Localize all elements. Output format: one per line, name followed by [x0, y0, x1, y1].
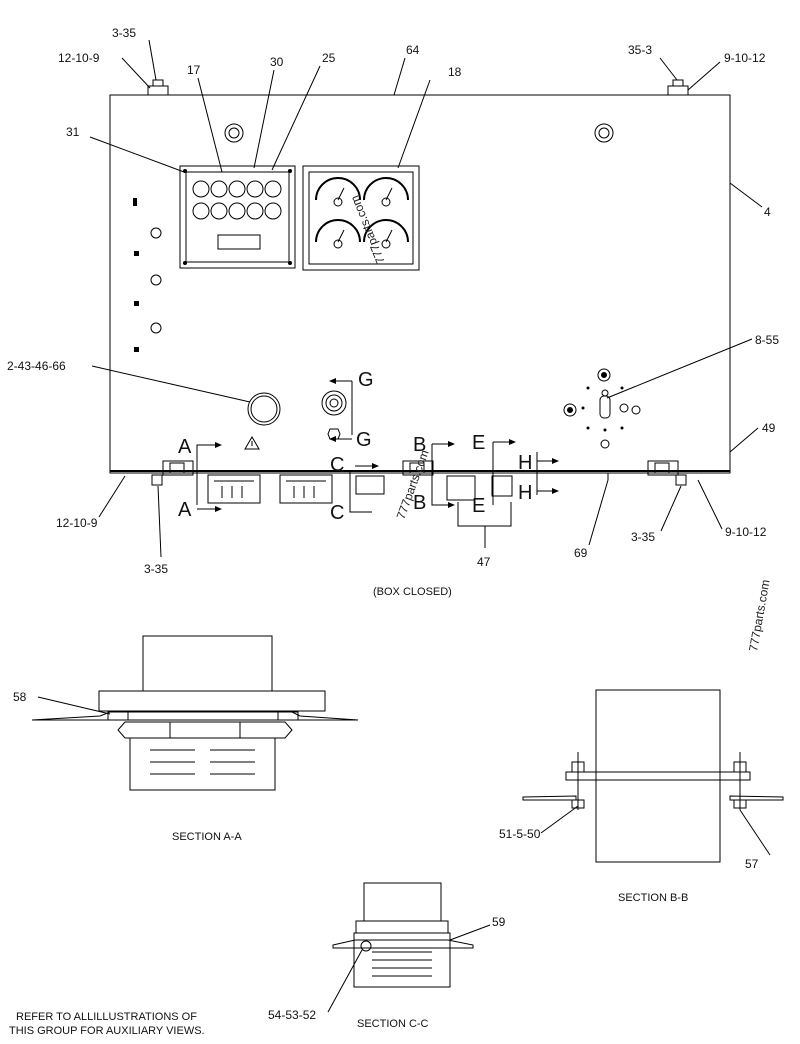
- captions: (BOX CLOSED) SECTION A-A SECTION B-B SEC…: [9, 586, 688, 1037]
- callout-17: 17: [187, 63, 201, 77]
- callout-18: 18: [448, 65, 462, 79]
- callout-58: 58: [13, 690, 27, 704]
- indicator-lamp-panel: [179, 165, 296, 269]
- gauge-top-right: [363, 177, 409, 207]
- section-g-top: G: [358, 369, 374, 391]
- callout-64: 64: [406, 43, 420, 57]
- callout-2-43-46-66: 2-43-46-66: [7, 359, 66, 373]
- bottom-left-mount: [151, 460, 194, 486]
- section-b-top: B: [413, 434, 426, 456]
- electrical-box: [109, 79, 731, 504]
- callout-35-3: 35-3: [628, 43, 652, 57]
- callout-labels: 3-35 12-10-9 17 30 25 64 18 35-3 9-10-12…: [7, 26, 779, 1022]
- callout-3-35-top-left: 3-35: [112, 26, 136, 40]
- section-a-top: A: [178, 436, 192, 458]
- section-a-bottom: A: [178, 499, 192, 521]
- callout-4: 4: [764, 205, 771, 219]
- warning-triangle: [244, 436, 260, 450]
- callout-31: 31: [66, 125, 80, 139]
- section-letters: A A C C G G B B E E H H: [178, 369, 532, 524]
- section-e-bottom: E: [472, 495, 485, 517]
- leader-lines: [89, 39, 763, 558]
- gauge-bottom-left: [315, 219, 361, 249]
- callout-8-55: 8-55: [755, 333, 779, 347]
- callout-69: 69: [574, 546, 588, 560]
- section-h-bottom: H: [518, 482, 532, 504]
- box-outline: [109, 94, 731, 474]
- gauge-panel: [302, 165, 420, 271]
- bottom-right-mount: [647, 460, 687, 486]
- watermark-3: 777parts.com: [746, 578, 772, 652]
- callout-9-10-12-bottom-right: 9-10-12: [725, 525, 767, 539]
- caption-section-cc: SECTION C-C: [357, 1018, 429, 1030]
- section-bb-drawing: [522, 689, 784, 863]
- top-knob-right: [594, 123, 614, 143]
- bottom-connectors-b-e: [446, 475, 513, 501]
- bottom-connector-left: [207, 474, 261, 504]
- section-g-bottom: G: [356, 429, 372, 451]
- callout-57: 57: [745, 857, 759, 871]
- callout-30: 30: [270, 55, 284, 69]
- caption-section-aa: SECTION A-A: [172, 831, 242, 843]
- callout-47: 47: [477, 555, 491, 569]
- callout-12-10-9-bottom-left: 12-10-9: [56, 516, 98, 530]
- section-cc-drawing: [327, 882, 491, 1013]
- callout-3-35-bottom-left: 3-35: [144, 562, 168, 576]
- bottom-connector-c: [355, 475, 385, 495]
- watermarks: 777parts.com 777parts.com 777parts.com: [348, 193, 773, 652]
- vent-fan: [321, 390, 347, 440]
- section-c-top: C: [330, 454, 344, 476]
- callout-3-35-bottom-right: 3-35: [631, 530, 655, 544]
- left-side-indicators: [133, 198, 162, 352]
- callout-25: 25: [322, 51, 336, 65]
- callout-12-10-9-top-left: 12-10-9: [58, 51, 100, 65]
- switch-cluster: [563, 368, 641, 449]
- caption-section-bb: SECTION B-B: [618, 892, 688, 904]
- gauge-bottom-right: [363, 219, 409, 249]
- section-cut-markers: [196, 378, 559, 548]
- top-left-fastener: [147, 79, 169, 96]
- section-aa-drawing: [31, 635, 359, 791]
- section-e-top: E: [472, 432, 485, 454]
- section-b-bottom: B: [413, 492, 426, 514]
- callout-9-10-12-top-right: 9-10-12: [724, 51, 766, 65]
- note-line-1: REFER TO ALLILLUSTRATIONS OF: [16, 1011, 197, 1023]
- note-line-2: THIS GROUP FOR AUXILIARY VIEWS.: [9, 1025, 205, 1037]
- gauge-top-left: [315, 177, 361, 207]
- callout-59: 59: [492, 915, 506, 929]
- top-knob-left: [224, 123, 244, 143]
- section-c-bottom: C: [330, 502, 344, 524]
- callout-49: 49: [762, 421, 776, 435]
- watermark-1: 777parts.com: [348, 193, 388, 266]
- top-right-fastener: [667, 79, 689, 96]
- section-h-top: H: [518, 452, 532, 474]
- callout-51-5-50: 51-5-50: [499, 827, 541, 841]
- caption-box-closed: (BOX CLOSED): [373, 586, 452, 598]
- round-plug: [247, 392, 281, 426]
- callout-54-53-52: 54-53-52: [268, 1008, 316, 1022]
- bottom-connector-middle: [279, 474, 333, 504]
- bottom-middle-mount: [402, 460, 434, 476]
